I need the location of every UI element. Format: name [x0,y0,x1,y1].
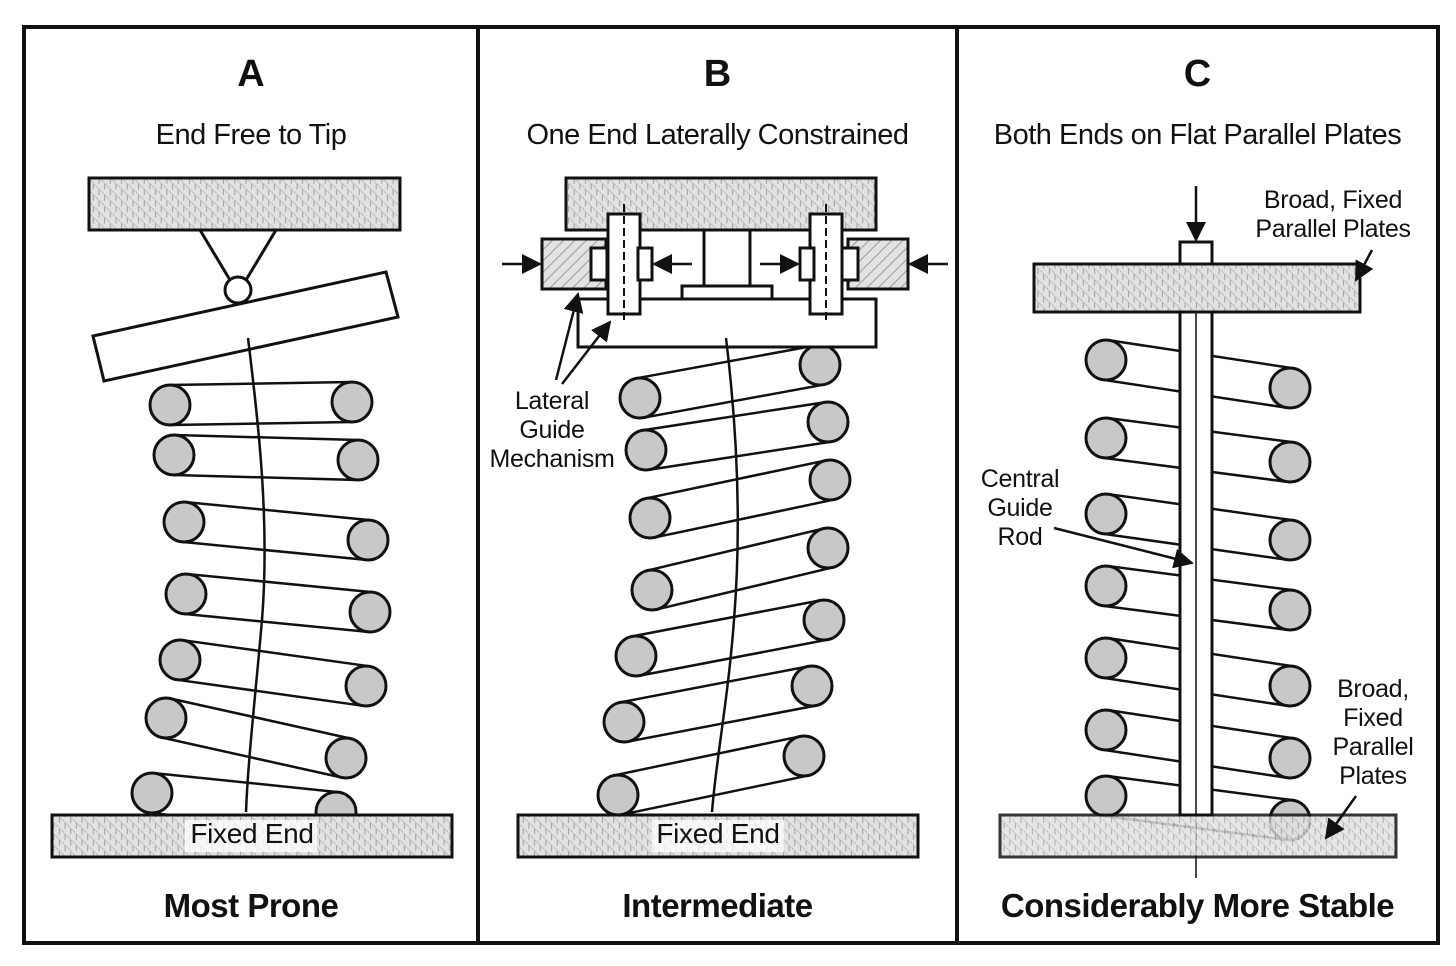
panel-letter: C [1183,53,1212,95]
stability-rating: Most Prone [163,887,339,924]
panel-letter: A [237,53,265,95]
top-plates-label: Broad, Fixed Parallel Plates [1255,186,1411,243]
bottom-plates-label: Broad, Fixed Parallel Plates [1332,675,1414,790]
panel-b: B One End Laterally Constrained Intermed… [480,29,955,941]
stability-rating: Considerably More Stable [1000,887,1395,924]
panel-c: C Both Ends on Flat Parallel Plates Cons… [959,29,1436,941]
lateral-guide-label: Lateral Guide Mechanism [489,387,615,473]
figure-frame [22,25,1440,945]
spring-coils-a [130,380,392,834]
central-guide-rod-label: Central Guide Rod [980,465,1060,551]
panel-subtitle: One End Laterally Constrained [526,119,909,151]
fixed-end-label: Fixed End [190,818,314,849]
panel-divider [476,29,480,941]
panel-letter: B [703,53,732,95]
panel-subtitle: Both Ends on Flat Parallel Plates [993,119,1402,151]
panel-b-hardware [502,176,948,859]
fixed-end-label: Fixed End [656,818,780,849]
spring-coils-b [596,343,852,817]
panel-a-hardware [50,176,454,859]
panel-c-hardware [998,186,1398,878]
stability-rating: Intermediate [622,887,813,924]
panel-subtitle: End Free to Tip [155,119,347,151]
panel-a: A End Free to Tip Most Prone [26,29,476,941]
panel-divider [955,29,959,941]
